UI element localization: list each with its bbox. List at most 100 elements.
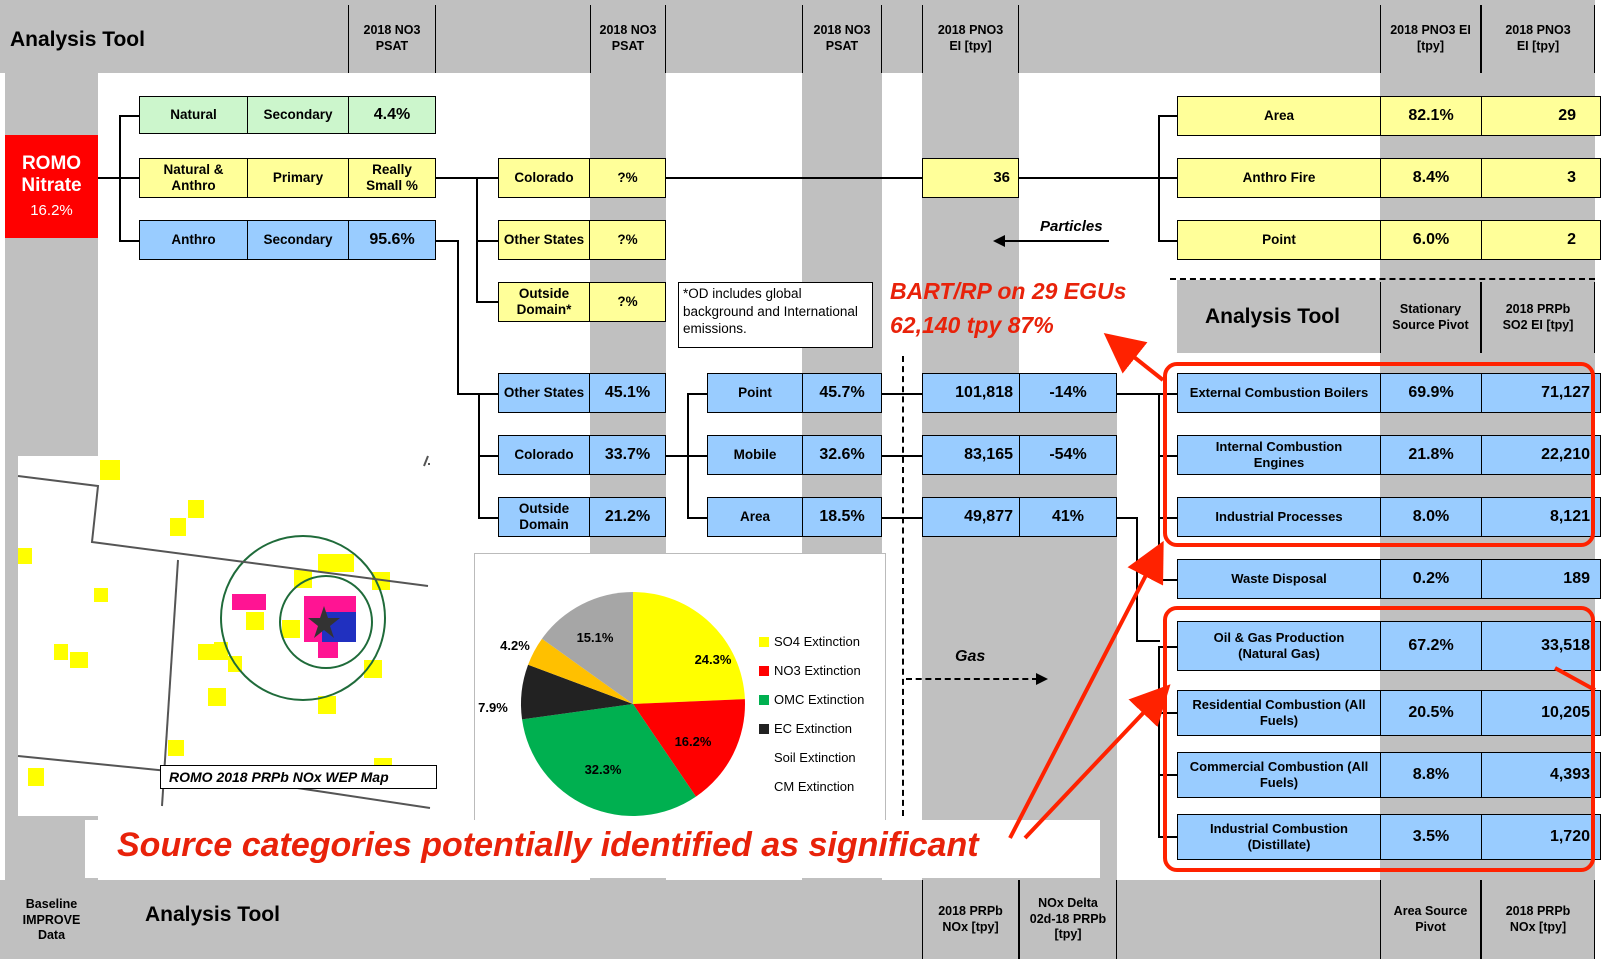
highlight-box-area [1163, 606, 1595, 872]
area-oil-gas-pct: 67.2% [1380, 621, 1482, 671]
header-band [0, 0, 1595, 73]
connector [1158, 240, 1178, 242]
tree2-outside-domain: Outside Domain* [498, 282, 590, 322]
pno3-src-fire: Anthro Fire [1177, 158, 1381, 198]
tree3-area: Area [707, 497, 803, 537]
pno3-src-area-pct: 82.1% [1380, 96, 1482, 136]
stat-int-engines-pct: 21.8% [1380, 435, 1482, 475]
highlight-box-stationary [1163, 362, 1595, 547]
connector [119, 177, 139, 179]
tree2-b-other-states: Other States [498, 373, 590, 413]
bart-arrow-icon [1103, 333, 1165, 382]
connector [1158, 177, 1178, 179]
stat-int-engines: Internal Combustion Engines [1177, 435, 1381, 475]
pno3-src-fire-pct: 8.4% [1380, 158, 1482, 198]
pie-data-label: 32.3% [585, 762, 622, 777]
pie-legend-item: OMC Extinction [759, 692, 864, 707]
romo-nitrate-box: ROMO Nitrate 16.2% [5, 135, 98, 238]
romo-line2: Nitrate [21, 175, 82, 196]
footer-band [0, 880, 1595, 959]
legend-label: CM Extinction [774, 779, 855, 794]
particles-arrowhead-icon [993, 235, 1005, 247]
connector [1158, 579, 1178, 581]
pno3-src-point: Point [1177, 220, 1381, 260]
connector [436, 177, 476, 179]
gas-arrow-line [906, 678, 1038, 680]
legend-swatch-icon [759, 694, 769, 705]
mid-header-col2: 2018 PRPb SO2 EI [tpy] [1481, 282, 1595, 353]
gas-arrowhead-icon [1036, 673, 1048, 685]
pno3-band [922, 73, 1019, 880]
connector [476, 177, 478, 302]
dashdot-divider [902, 356, 904, 816]
connector [119, 115, 139, 117]
connector [476, 240, 498, 242]
tree2-colorado-pct: ?% [589, 158, 666, 198]
nox-area: 49,877 [922, 497, 1020, 537]
tree3-point: Point [707, 373, 803, 413]
connector [478, 455, 498, 457]
connector [1158, 836, 1178, 838]
connector [1136, 640, 1160, 642]
pie-data-label: 24.3% [695, 652, 732, 667]
tree2-b-outside-domain: Outside Domain [498, 497, 590, 537]
footer-col-area-pivot: Area Source Pivot [1380, 880, 1481, 959]
wep-map [17, 455, 431, 816]
stat-waste-pct: 0.2% [1380, 559, 1482, 599]
dotted-divider [1170, 278, 1595, 280]
delta-point: -14% [1019, 373, 1117, 413]
connector [666, 455, 688, 457]
tree2-b-colorado: Colorado [498, 435, 590, 475]
pie-chart-panel: 24.3%16.2%32.3%7.9%4.2%15.1% SO4 Extinct… [474, 553, 886, 821]
pie-chart: 24.3%16.2%32.3%7.9%4.2%15.1% [478, 592, 745, 816]
footer-title: Analysis Tool [145, 903, 280, 926]
area-commercial-val: 4,393 [1481, 752, 1601, 798]
connector [457, 240, 459, 394]
connector [1158, 646, 1178, 648]
pie-legend-item: SO4 Extinction [759, 634, 860, 649]
legend-swatch-icon [759, 723, 769, 734]
stat-int-engines-val: 22,210 [1481, 435, 1601, 475]
pie-data-label: 15.1% [577, 630, 614, 645]
romo-line1: ROMO [21, 153, 82, 174]
connector [476, 301, 498, 303]
header-col-pno3: 2018 PNO3 EI [tpy] [922, 5, 1019, 73]
right-band-1 [1380, 73, 1481, 880]
connector [1117, 517, 1137, 519]
connector [1158, 646, 1160, 838]
connector [1019, 177, 1159, 179]
legend-swatch-icon [759, 782, 769, 792]
area-ind-combustion: Industrial Combustion (Distillate) [1177, 814, 1381, 860]
connector [436, 240, 458, 242]
pno3-src-area-val: 29 [1481, 96, 1601, 136]
legend-label: NO3 Extinction [774, 663, 861, 678]
stat-ext-boilers: External Combustion Boilers [1177, 373, 1381, 413]
area-residential: Residential Combustion (All Fuels) [1177, 690, 1381, 736]
header-col-psat2: 2018 NO3 PSAT [590, 5, 666, 73]
bart-line1: BART/RP on 29 EGUs [890, 278, 1127, 304]
connector [1117, 393, 1159, 395]
od-note: *OD includes global background and Inter… [678, 282, 873, 348]
delta-mobile: -54% [1019, 435, 1117, 475]
map-caption: ROMO 2018 PRPb NOx WEP Map [160, 765, 437, 789]
tree2-colorado: Colorado [498, 158, 590, 198]
nox-mobile: 83,165 [922, 435, 1020, 475]
particles-label: Particles [1040, 218, 1103, 235]
tree2-other-states: Other States [498, 220, 590, 260]
tree1-natural-anthro: Natural & Anthro [139, 158, 248, 198]
connector [687, 455, 707, 457]
tree3-mobile: Mobile [707, 435, 803, 475]
tree1-anthro-pct: 95.6% [348, 220, 436, 260]
header-title: Analysis Tool [10, 28, 145, 51]
connector [476, 177, 498, 179]
legend-label: OMC Extinction [774, 692, 865, 707]
significant-caption: Source categories potentially identified… [117, 826, 979, 864]
area-residential-val: 10,205 [1481, 690, 1601, 736]
pno3-value: 36 [922, 158, 1019, 198]
tree1-primary: Primary [247, 158, 349, 198]
legend-swatch-icon [759, 636, 769, 647]
mid-header-col1: Stationary Source Pivot [1380, 282, 1481, 353]
pie-slice [522, 704, 696, 816]
tree3-area-pct: 18.5% [802, 497, 882, 537]
stat-ind-processes-val: 8,121 [1481, 497, 1601, 537]
